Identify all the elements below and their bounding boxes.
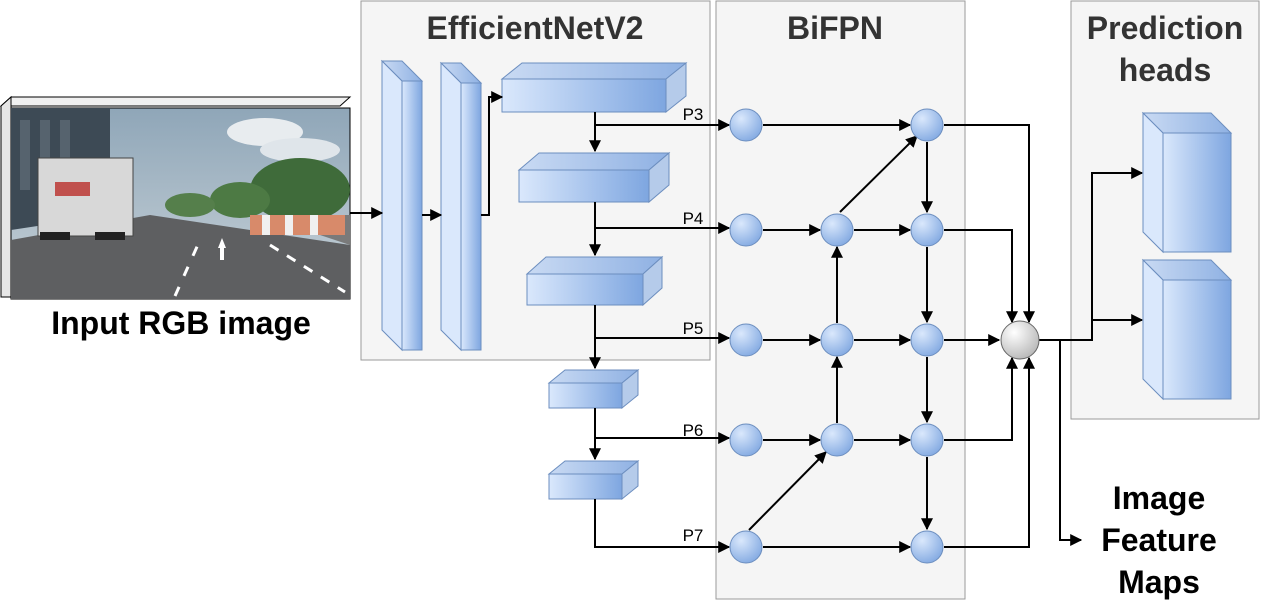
bifpn-input-node-p7 [729,530,763,564]
prediction-head-1 [1141,111,1233,254]
level-label-p6: P6 [683,421,704,440]
bifpn-nodes [729,108,944,564]
level-label-p7: P7 [683,526,704,545]
bifpn-input-node-p5 [729,323,763,357]
output-label-line3: Maps [1118,564,1200,600]
backbone-stem-block-1 [380,59,424,352]
backbone-stem-block-2 [439,61,483,352]
bifpn-edges [748,119,1144,553]
prediction-head-2 [1141,258,1233,401]
output-label-line1: Image [1113,480,1205,516]
bifpn-output-node-p5 [910,323,944,357]
backbone-stage-p5 [525,255,664,307]
bifpn-input-node-p6 [729,423,763,457]
input-image [0,95,352,300]
backbone-stage-p4 [517,151,671,204]
heads-title-line1: Prediction [1087,10,1243,46]
level-label-p4: P4 [683,209,704,228]
bifpn-input-node-p3 [729,108,763,142]
output-label-line2: Feature [1101,522,1217,558]
backbone-stage-p6 [547,368,640,410]
bifpn-output-node-p7 [910,530,944,564]
bifpn-output-node-p6 [910,423,944,457]
bifpn-mid-node-p6 [820,423,854,457]
input-label: Input RGB image [51,305,311,341]
fusion-node [1000,320,1040,360]
bifpn-input-node-p4 [729,213,763,247]
bifpn-panel: BiFPN [715,0,966,600]
heads-title-line2: heads [1119,52,1211,88]
backbone-title: EfficientNetV2 [427,10,644,46]
bifpn-output-node-p3 [910,108,944,142]
bifpn-mid-node-p4 [820,213,854,247]
level-label-p3: P3 [683,105,704,124]
bifpn-output-node-p4 [910,213,944,247]
backbone-stage-p7 [547,459,640,501]
backbone-stage-p3 [500,61,688,114]
bifpn-title: BiFPN [787,10,883,46]
level-label-p5: P5 [683,319,704,338]
bifpn-mid-node-p5 [820,323,854,357]
backbone-edges [350,91,731,553]
